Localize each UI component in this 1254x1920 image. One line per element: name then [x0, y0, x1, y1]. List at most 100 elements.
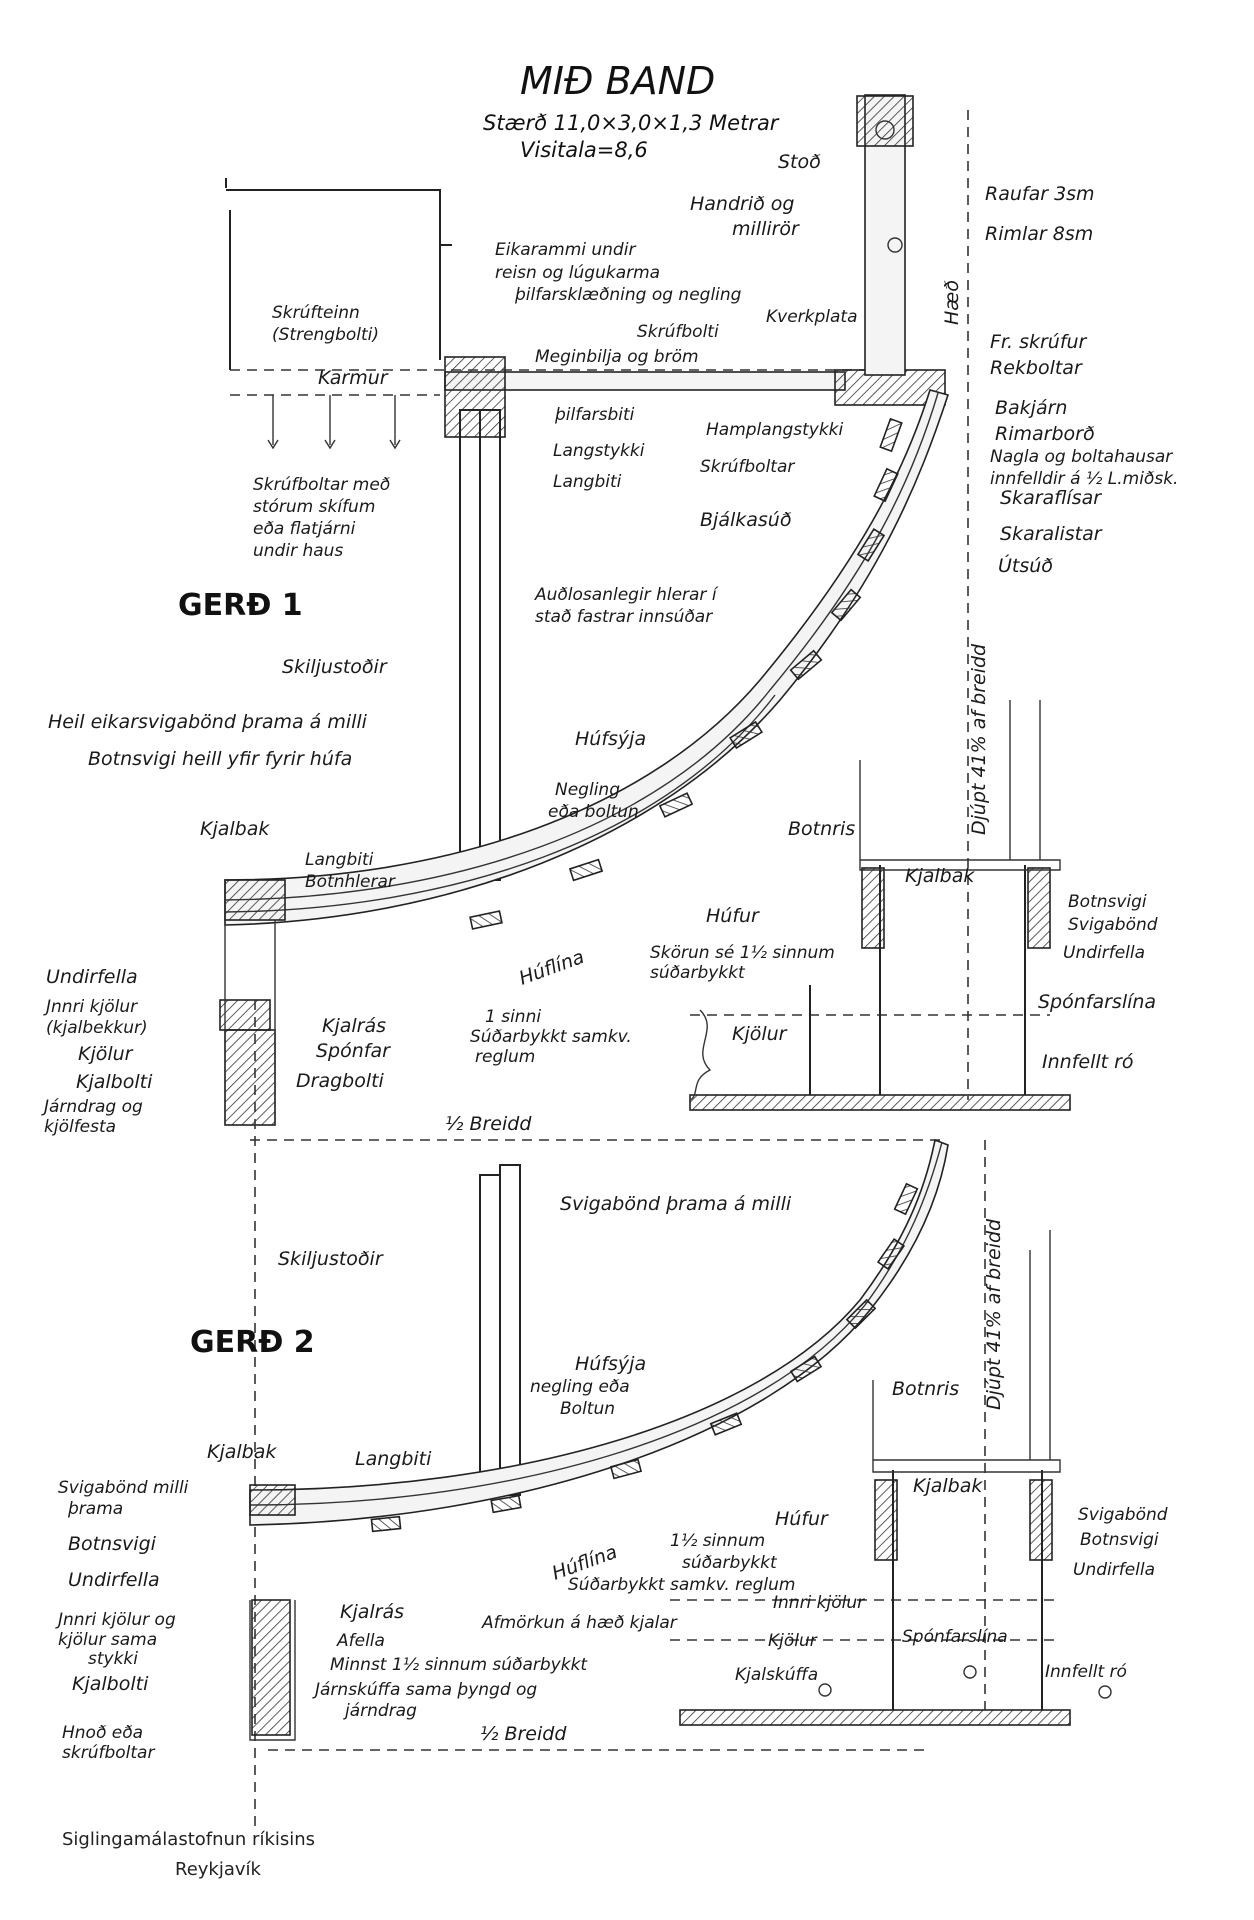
label-kjalbolti: Kjalbolti [76, 1071, 153, 1093]
hull-frame-line [224, 392, 939, 901]
label-jnnri-kjolur-2: (kjalbekkur) [46, 1018, 148, 1038]
label-jarndrag-1: Járndrag og [41, 1097, 143, 1117]
label-g2-svigabond-r: Svigabönd [1078, 1505, 1168, 1525]
label-langbiti-2: Langbiti [305, 850, 374, 870]
label-skrufboltar: Skrúfboltar [700, 457, 795, 477]
g2-keel-shoe [249, 1600, 296, 1741]
label-stod: Stoð [778, 151, 821, 173]
label-kjalras: Kjalrás [322, 1015, 386, 1037]
label-skrufboltar-med-3: eða flatjárni [253, 519, 356, 539]
label-undirfella-r: Undirfella [1063, 943, 1145, 963]
ballast-plate [689, 1094, 1071, 1111]
label-skrufboltar-med-4: undir haus [253, 541, 343, 561]
label-kjalbak-right: Kjalbak [905, 865, 975, 887]
label-svigabond-r: Svigabönd [1068, 915, 1158, 935]
label-g2-jnnri-3: stykki [88, 1649, 138, 1669]
label-skrufteinn-2: (Strengbolti) [272, 325, 379, 345]
label-innfellt-ro: Innfellt ró [1042, 1051, 1134, 1073]
label-g2-djupt: Djúpt 41% af breidd [983, 1218, 1005, 1410]
label-skrufteinn-1: Skrúfteinn [272, 303, 360, 323]
keelson-right [861, 867, 885, 949]
hull-frame-line-2 [224, 694, 776, 913]
label-sponfarslina: Spónfarslína [1038, 991, 1156, 1013]
label-audlosanlegir-2: stað fastrar innsúðar [535, 607, 713, 627]
label-g2-hufsyja-1: Húfsýja [575, 1353, 646, 1375]
label-botnsvigi-heil: Botnsvigi heill yfir fyrir húfa [88, 748, 352, 770]
keelson-right-2 [1027, 867, 1051, 949]
label-g2-hufur: Húfur [775, 1508, 829, 1530]
label-eikarammi-1: Eikarammi undir [495, 240, 636, 260]
label-skaraflisar: Skaraflísar [1000, 487, 1102, 509]
label-g2-sudarbykkt: Súðarbykkt samkv. reglum [568, 1575, 795, 1595]
label-negling-2: eða boltun [548, 802, 639, 822]
label-skrufboltar-med-2: stórum skífum [253, 497, 375, 517]
label-sponfar: Spónfar [316, 1040, 391, 1062]
label-skiljustodir: Skiljustoðir [282, 656, 388, 678]
label-g2-jarnskuffa-1: Járnskúffa sama þyngd og [312, 1680, 537, 1700]
g2-clinker-strakes [370, 1182, 919, 1533]
footer-line-2: Reykjavík [175, 1859, 262, 1880]
label-g2-kjalras: Kjalrás [340, 1601, 404, 1623]
label-kverkplata: Kverkplata [766, 307, 858, 327]
pillar-g2-2 [499, 1164, 521, 1496]
label-haed: Hæð [941, 280, 963, 325]
gerd2-section [249, 1138, 1112, 1751]
g2-keel [251, 1599, 291, 1736]
label-g2-langbiti: Langbiti [355, 1448, 432, 1470]
keel-top [859, 859, 1061, 871]
label-utsud: Útsúð [998, 553, 1053, 577]
label-rimlar: Rimlar 8sm [985, 223, 1093, 245]
label-jnnri-kjolur-1: Jnnri kjölur [43, 997, 138, 1017]
label-raufar: Raufar 3sm [985, 183, 1095, 205]
label-undirfella: Undirfella [46, 966, 138, 988]
label-langbiti: Langbiti [553, 472, 622, 492]
deck-bolts [267, 395, 401, 450]
label-kjalbak-left: Kjalbak [200, 818, 270, 840]
label-g2-afmorkun: Afmörkun á hæð kjalar [481, 1613, 678, 1633]
label-heil-eikar: Heil eikarsvigabönd þrama á milli [48, 711, 368, 733]
label-g2-hufsyja-3: Boltun [560, 1399, 615, 1419]
label-g2-afella: Afella [336, 1631, 385, 1651]
size-spec: Stærð 11,0×3,0×1,3 Metrar [483, 111, 780, 135]
deck-carline [444, 356, 506, 438]
label-bjalkasud: Bjálkasúð [700, 509, 792, 531]
label-meginbilja: Meginbilja og bröm [535, 347, 699, 367]
label-botnhlerar: Botnhlerar [305, 872, 396, 892]
label-g2-kjalbak-left: Kjalbak [207, 1441, 277, 1463]
middle-rail [887, 237, 903, 253]
label-botnris: Botnris [788, 818, 855, 840]
label-g2-jnnri-2: kjölur sama [58, 1630, 157, 1650]
pillar-2 [479, 409, 501, 881]
keelson-block [224, 879, 286, 921]
label-rekboltar: Rekboltar [990, 357, 1083, 379]
label-g2-kjalbolti: Kjalbolti [72, 1673, 149, 1695]
g2-keel-top [872, 1459, 1061, 1473]
label-nagla-1: Nagla og boltahausar [990, 447, 1173, 467]
label-skrufbolti: Skrúfbolti [637, 322, 719, 342]
label-hufsyja: Húfsýja [575, 728, 646, 750]
label-g2-kjalskuffa: Kjalskúffa [735, 1665, 818, 1685]
label-kjolur: Kjölur [78, 1043, 134, 1065]
g2-frame-right-1 [874, 1479, 898, 1561]
label-skorun-2: súðarbykkt [650, 963, 746, 983]
label-g2-half-breidd: ½ Breidd [480, 1723, 567, 1745]
deckhouse-outline [225, 178, 441, 360]
label-g2-jnnri-1: Jnnri kjölur og [55, 1610, 176, 1630]
label-langstykki: Langstykki [553, 441, 645, 461]
g2-bolt-head-3 [1098, 1685, 1112, 1699]
gerd1-heading: GERÐ 1 [178, 588, 303, 623]
label-hufur: Húfur [706, 905, 760, 927]
label-hamplangstykki: Hamplangstykki [706, 420, 844, 440]
g2-frame-stubs [872, 1230, 1051, 1460]
label-g2-minnst: Minnst 1½ sinnum súðarbykkt [330, 1655, 588, 1675]
label-g2-jarnskuffa-2: járndrag [343, 1701, 417, 1721]
label-g2-svigabond-milli-1: Svigabönd milli [58, 1478, 189, 1498]
label-skorun-1: Skörun sé 1½ sinnum [650, 943, 835, 963]
label-g2-botnris: Botnris [892, 1378, 959, 1400]
gerd2-heading: GERÐ 2 [190, 1325, 315, 1360]
keel [224, 1029, 276, 1126]
label-g2-undirfella-r: Undirfella [1073, 1560, 1155, 1580]
label-half-breidd: ½ Breidd [445, 1113, 532, 1135]
label-karmur: Karmur [318, 367, 389, 389]
